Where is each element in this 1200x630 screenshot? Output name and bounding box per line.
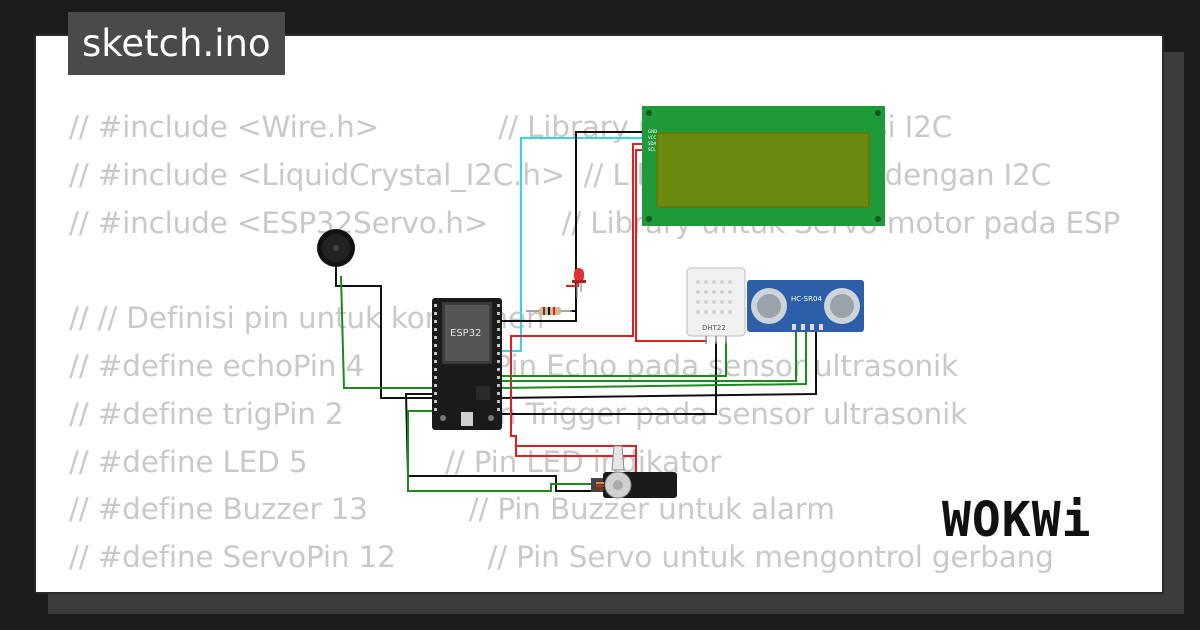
wire-black — [495, 332, 817, 399]
dht22-label: DHT22 — [702, 324, 726, 332]
wokwi-logo: WOKWi — [942, 492, 1092, 548]
wire-black — [496, 342, 717, 415]
lcd-display[interactable]: GND VCC SDA SCL — [642, 106, 885, 226]
preview-card[interactable]: // #include <Wire.h> // Library untuk ko… — [34, 34, 1164, 594]
wire-black — [502, 131, 644, 322]
wire-black — [335, 248, 433, 399]
wire-green — [340, 275, 433, 389]
esp32-label: ESP32 — [450, 328, 481, 339]
code-line: // #define ServoPin 12 // Pin Servo untu… — [69, 540, 1054, 575]
code-line: // #include <ESP32Servo.h> // Library un… — [69, 205, 1121, 240]
wires — [335, 131, 817, 492]
led-red[interactable] — [572, 268, 586, 298]
lcd-pin-label: SDA — [648, 141, 657, 146]
dht22-sensor[interactable]: DHT22 — [686, 267, 746, 344]
lcd-pin-label: SCL — [648, 147, 656, 152]
wire-red — [510, 416, 637, 478]
wire-red — [510, 143, 644, 486]
wire-green — [496, 332, 797, 382]
lcd-pin-label: GND — [648, 129, 657, 134]
wire-green — [496, 342, 727, 377]
resistor[interactable] — [526, 307, 572, 315]
code-line: // #define Buzzer 13 // Pin Buzzer untuk… — [69, 492, 835, 527]
esp32-board[interactable]: ESP32 — [432, 298, 502, 430]
ultrasonic-sensor[interactable]: HC-SR04 — [747, 280, 864, 332]
lcd-pin-label: VCC — [648, 135, 657, 140]
circuit-diagram: GND VCC SDA SCL — [317, 106, 885, 499]
hcsr04-label: HC-SR04 — [791, 295, 822, 303]
wire-black — [404, 393, 591, 492]
servo-motor[interactable] — [591, 445, 677, 499]
buzzer[interactable] — [317, 229, 355, 267]
wire-black — [570, 298, 577, 312]
code-line: // #define echoPin 4 // Pin Echo pada se… — [69, 348, 958, 383]
file-title: sketch.ino — [68, 12, 285, 75]
wire-green — [407, 410, 591, 492]
wire-cyan — [496, 137, 644, 352]
wire-green — [495, 332, 807, 389]
